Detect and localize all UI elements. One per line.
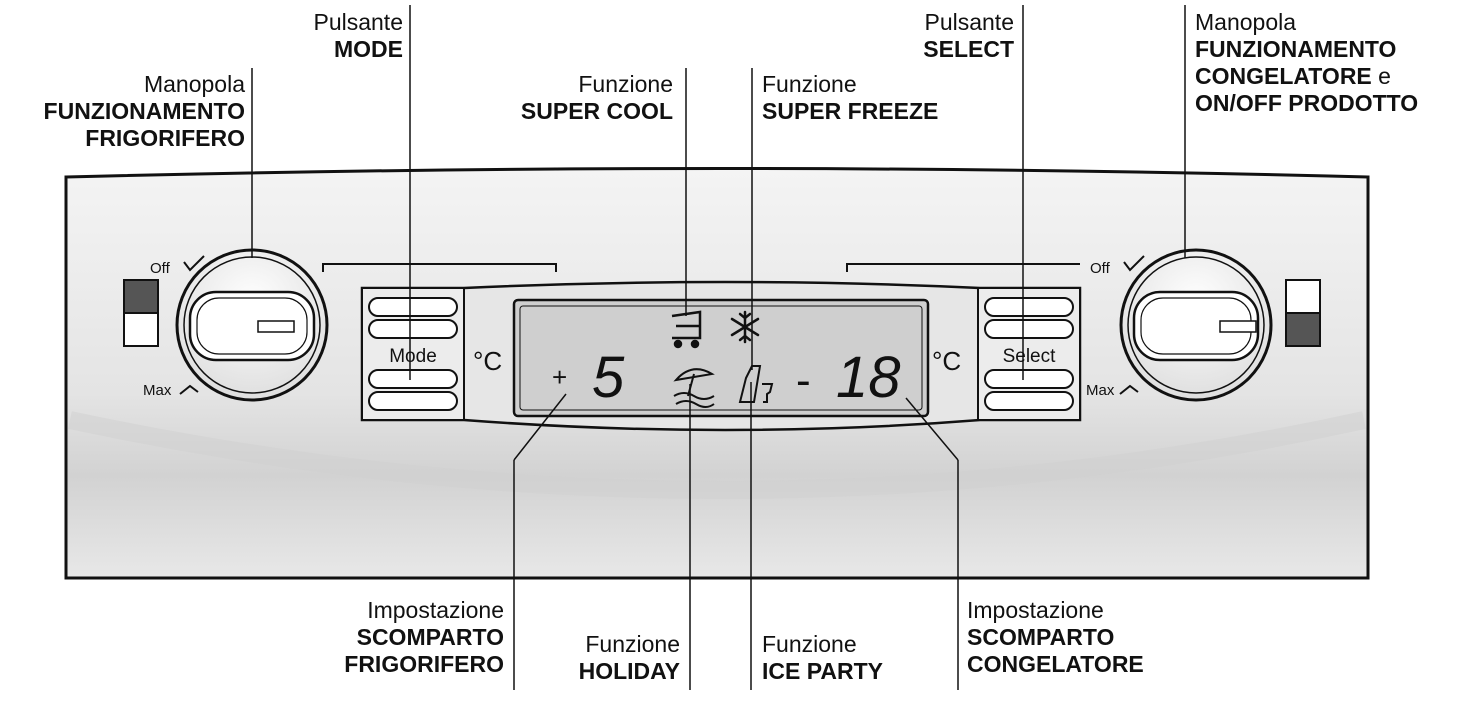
freezer-bracket <box>846 263 1080 272</box>
freezer-knob-max-text: Max <box>1086 382 1115 399</box>
fridge-knob-max-tick <box>179 384 199 395</box>
label-freezer-knob-prefix: Manopola <box>1195 9 1297 35</box>
bottle-glass-icon <box>738 365 774 403</box>
label-super-cool-prefix: Funzione <box>578 71 673 97</box>
label-freezer-knob-line1: FUNZIONAMENTO <box>1195 36 1397 62</box>
mode-button-text: Mode <box>389 346 437 367</box>
freezer-indicator <box>1285 279 1321 347</box>
freezer-temp-value: 18 <box>836 345 901 410</box>
label-freezer-knob-line2a: CONGELATORE <box>1195 63 1372 89</box>
freezer-knob-off-tick <box>1123 255 1145 272</box>
label-mode-button-line1: MODE <box>334 36 403 62</box>
label-freezer-setting-prefix: Impostazione <box>967 597 1104 623</box>
mode-button[interactable] <box>361 287 465 421</box>
label-mode-button-prefix: Pulsante <box>313 9 403 35</box>
label-fridge-setting-prefix: Impostazione <box>367 597 504 623</box>
freezer-unit: °C <box>932 346 961 376</box>
label-freezer-knob-line2b: e <box>1371 63 1391 89</box>
label-freezer-setting: Impostazione SCOMPARTO CONGELATORE <box>967 597 1144 678</box>
fridge-knob[interactable] <box>175 248 329 402</box>
freezer-knob-off-text: Off <box>1090 260 1111 277</box>
label-holiday-prefix: Funzione <box>585 631 680 657</box>
label-super-cool: Funzione SUPER COOL <box>521 71 673 125</box>
select-button-text: Select <box>1003 346 1057 367</box>
lcd-display <box>512 298 930 418</box>
freezer-knob-max-tick <box>1119 384 1139 395</box>
label-fridge-knob-prefix: Manopola <box>143 71 245 97</box>
label-mode-button: Pulsante MODE <box>313 9 403 63</box>
label-fridge-knob: Manopola FUNZIONAMENTO FRIGORIFERO <box>44 71 245 152</box>
beach-umbrella-icon <box>673 368 715 408</box>
label-freezer-setting-line1: SCOMPARTO <box>967 624 1115 650</box>
fridge-temp-sign: + <box>552 362 567 392</box>
fridge-unit: °C <box>473 346 502 376</box>
label-fridge-setting-line1: SCOMPARTO <box>356 624 504 650</box>
label-super-cool-line1: SUPER COOL <box>520 98 673 124</box>
label-freezer-knob-line3: ON/OFF PRODOTTO <box>1195 90 1419 116</box>
label-select-button-line1: SELECT <box>923 36 1014 62</box>
fridge-knob-off-text: Off <box>150 260 171 277</box>
label-fridge-setting: Impostazione SCOMPARTO FRIGORIFERO <box>344 597 504 678</box>
label-fridge-setting-line2: FRIGORIFERO <box>344 651 504 677</box>
label-holiday-line1: HOLIDAY <box>578 658 680 684</box>
label-fridge-knob-line2: FRIGORIFERO <box>85 125 245 151</box>
freezer-temp-sign: - <box>796 356 811 405</box>
label-super-freeze: Funzione SUPER FREEZE <box>762 71 938 125</box>
label-fridge-knob-line1: FUNZIONAMENTO <box>43 98 245 124</box>
freezer-knob[interactable] <box>1119 248 1273 402</box>
label-freezer-setting-line2: CONGELATORE <box>967 651 1144 677</box>
fridge-temp-value: 5 <box>592 345 625 410</box>
snowflake-icon <box>730 310 760 344</box>
fridge-indicator <box>123 279 159 347</box>
select-button[interactable] <box>977 287 1081 421</box>
fridge-knob-max-text: Max <box>143 382 172 399</box>
label-super-freeze-prefix: Funzione <box>762 71 857 97</box>
label-ice-party-prefix: Funzione <box>762 631 857 657</box>
label-select-button: Pulsante SELECT <box>923 9 1014 63</box>
fridge-bracket <box>322 263 557 272</box>
label-ice-party-line1: ICE PARTY <box>762 658 883 684</box>
label-super-freeze-line1: SUPER FREEZE <box>762 98 939 124</box>
label-holiday: Funzione HOLIDAY <box>579 631 680 685</box>
label-freezer-knob: Manopola FUNZIONAMENTO CONGELATORE e ON/… <box>1195 9 1418 117</box>
label-ice-party: Funzione ICE PARTY <box>762 631 883 685</box>
leader-lines <box>251 5 1186 690</box>
fridge-knob-off-tick <box>183 255 205 272</box>
label-select-button-prefix: Pulsante <box>924 9 1014 35</box>
